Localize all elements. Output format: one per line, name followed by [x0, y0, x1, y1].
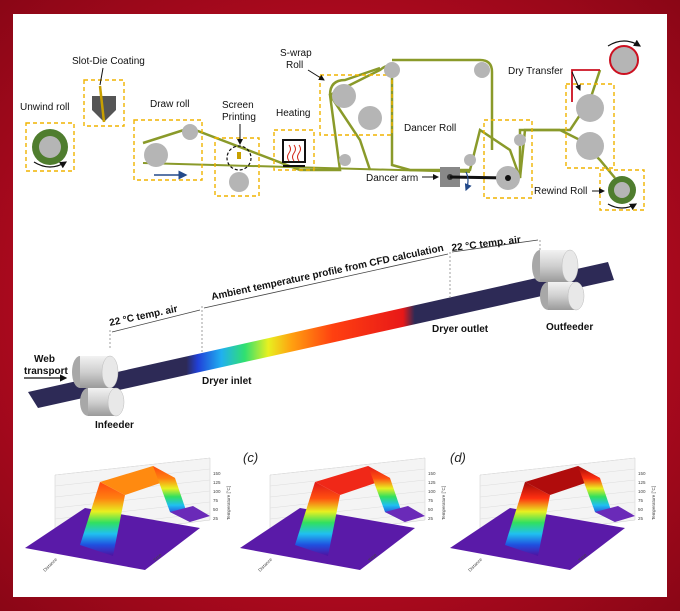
z-axis-label: Temperature [°C]: [226, 486, 231, 520]
z-tick-label: 25: [638, 516, 644, 521]
rising-slope: [80, 482, 125, 556]
x-axis-label: Time: [367, 552, 378, 563]
floor-strip: [595, 506, 635, 522]
y-axis-label: Distance: [467, 556, 483, 572]
falling-slope: [153, 466, 190, 522]
z-tick-label: 75: [428, 498, 434, 503]
z-tick-label: 100: [213, 489, 221, 494]
z-tick-label: 150: [638, 471, 646, 476]
transfer-roll: [609, 45, 639, 75]
draw-roll-bottom: [144, 143, 168, 167]
x-axis-label: Time: [577, 552, 588, 563]
z-tick-label: 75: [213, 498, 219, 503]
slotdie-head: [92, 96, 116, 122]
z-tick-label: 150: [428, 471, 436, 476]
z-tick-label: 50: [213, 507, 219, 512]
label-web: Web: [34, 354, 55, 365]
grid-line: [54, 490, 211, 509]
panel-label-c: (c): [243, 450, 258, 465]
figure-panel: Unwind roll Slot-Die Coating Draw roll S…: [13, 14, 667, 597]
outfeeder-rollers: [532, 249, 585, 311]
z-tick-label: 25: [428, 516, 434, 521]
label-unwind-roll: Unwind roll: [20, 102, 69, 113]
swrap-roll-1: [332, 84, 356, 108]
figure-svg: Unwind roll Slot-Die Coating Draw roll S…: [20, 39, 656, 573]
grid-line: [479, 457, 636, 476]
y-axis-label: Distance: [42, 556, 58, 572]
z-tick-label: 75: [638, 498, 644, 503]
z-tick-label: 150: [213, 471, 221, 476]
grid-line: [269, 490, 426, 509]
draw-roll-top: [182, 124, 198, 140]
z-tick-label: 125: [213, 480, 221, 485]
label-dryer-inlet: Dryer inlet: [202, 376, 252, 387]
y-axis-label: Distance: [257, 556, 273, 572]
z-tick-label: 50: [638, 507, 644, 512]
heating-box: [273, 129, 315, 171]
label-dancer-arm: Dancer arm: [366, 173, 418, 184]
z-tick-label: 25: [213, 516, 219, 521]
label-dryer-outlet: Dryer outlet: [432, 324, 489, 335]
label-draw-roll: Draw roll: [150, 99, 189, 110]
label-screen-2: Printing: [222, 112, 256, 123]
z-tick-label: 100: [638, 489, 646, 494]
falling-slope: [578, 466, 615, 522]
falling-slope: [368, 466, 405, 522]
draw-box: [133, 119, 203, 181]
panel-label-d: (d): [450, 450, 466, 465]
rising-slope: [295, 482, 340, 556]
web-band: [28, 262, 614, 408]
swrap-box: [319, 74, 393, 136]
slotdie-box: [83, 79, 125, 127]
rising-slope: [505, 482, 550, 556]
roll-to-roll-diagram: Unwind roll Slot-Die Coating Draw roll S…: [20, 39, 645, 211]
screen-box: [214, 137, 260, 197]
floor-strip: [385, 506, 425, 522]
drytransfer-roll-bottom: [576, 132, 604, 160]
label-dancer-roll: Dancer Roll: [404, 123, 456, 134]
label-cfd-profile: Ambient temperature profile from CFD cal…: [210, 243, 444, 303]
z-tick-label: 125: [428, 480, 436, 485]
label-infeeder: Infeeder: [95, 420, 134, 431]
infeeder-rollers: [72, 355, 125, 417]
z-axis-label: Temperature [°C]: [441, 486, 446, 520]
grid-line: [479, 490, 636, 509]
label-rewind-roll: Rewind Roll: [534, 186, 587, 197]
grid-line: [269, 457, 426, 476]
label-slotdie: Slot-Die Coating: [72, 56, 145, 67]
label-dry-transfer: Dry Transfer: [508, 66, 564, 77]
unwind-box: [25, 122, 75, 172]
drytransfer-box: [565, 83, 615, 169]
x-axis-label: Time: [152, 552, 163, 563]
label-transport: transport: [24, 366, 69, 377]
grid-line: [54, 457, 211, 476]
label-heating: Heating: [276, 108, 310, 119]
z-axis-label: Temperature [°C]: [651, 486, 656, 520]
drytransfer-roll-top: [576, 94, 604, 122]
label-swrap-2: Roll: [286, 60, 303, 71]
floor-strip: [170, 506, 210, 522]
label-right-air: 22 °C temp. air: [451, 235, 522, 254]
label-swrap-1: S-wrap: [280, 48, 312, 59]
label-outfeeder: Outfeeder: [546, 322, 593, 333]
dryer-profile-diagram: 22 °C temp. air Ambient temperature prof…: [24, 235, 614, 431]
z-tick-label: 100: [428, 489, 436, 494]
heater: [282, 139, 306, 163]
dancer-box: [483, 119, 533, 199]
z-tick-label: 50: [428, 507, 434, 512]
swrap-roll-2: [358, 106, 382, 130]
label-left-air: 22 °C temp. air: [108, 304, 178, 329]
screen-roll: [229, 172, 249, 192]
label-screen-1: Screen: [222, 100, 254, 111]
z-tick-label: 125: [638, 480, 646, 485]
